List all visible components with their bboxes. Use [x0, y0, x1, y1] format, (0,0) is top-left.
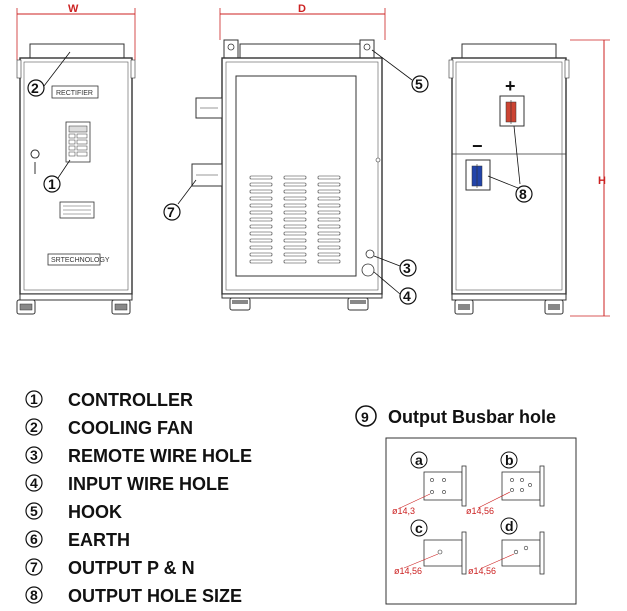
hook-right [359, 39, 375, 59]
svg-text:7: 7 [167, 204, 175, 220]
depth-dimension-label: D [298, 3, 306, 15]
busbar-hole-size: ø14,56 [466, 506, 494, 516]
legend-label: OUTPUT HOLE SIZE [68, 586, 242, 606]
legend-item: 7 OUTPUT P & N [25, 558, 195, 578]
legend-label: COOLING FAN [68, 418, 193, 438]
svg-text:2: 2 [31, 80, 39, 96]
busbar-variant-d: d ø14,56 [468, 517, 545, 576]
legend-label: CONTROLLER [68, 390, 193, 410]
svg-text:4: 4 [403, 288, 411, 304]
legend-item: 8 OUTPUT HOLE SIZE [25, 586, 242, 606]
door-handle [30, 149, 40, 174]
rectifier-plate-text: RECTIFIER [56, 90, 93, 97]
legend-item: 1 CONTROLLER [25, 390, 193, 410]
legend-number: 3 [30, 447, 38, 463]
legend-item: 4 INPUT WIRE HOLE [25, 474, 229, 494]
svg-text:1: 1 [48, 176, 56, 192]
legend-item: 5 HOOK [25, 502, 122, 522]
legend-label: REMOTE WIRE HOLE [68, 446, 252, 466]
legend-label: INPUT WIRE HOLE [68, 474, 229, 494]
legend-number: 2 [30, 419, 38, 435]
front-view: W RECTIFIER SRTECHNOLOGY [16, 3, 136, 315]
busbar-letter: a [415, 452, 423, 468]
busbar-variant-a: a ø14,3 [392, 451, 467, 516]
svg-text:3: 3 [403, 260, 411, 276]
hook-left [223, 39, 239, 59]
input-wire-hole [361, 263, 375, 277]
legend-item: 6 EARTH [25, 530, 130, 550]
legend-number: 7 [30, 559, 38, 575]
maker-plate-text: SRTECHNOLOGY [51, 257, 110, 264]
legend-label: EARTH [68, 530, 130, 550]
busbar-hole-size: ø14,56 [394, 566, 422, 576]
height-dimension-label: H [598, 175, 606, 187]
busbar-title: Output Busbar hole [388, 407, 556, 427]
cooling-fan-housing [29, 43, 125, 59]
positive-terminal-label: + [505, 76, 516, 96]
busbar-hole-size: ø14,56 [468, 566, 496, 576]
maker-plate [47, 253, 101, 266]
busbar-letter: d [505, 518, 514, 534]
negative-terminal-label: − [472, 136, 483, 156]
busbar-letter: b [505, 452, 514, 468]
busbar-variant-c: c ø14,56 [394, 519, 467, 576]
legend-item: 2 COOLING FAN [25, 418, 193, 438]
side-view: D [163, 3, 429, 311]
rectifier-plate [51, 85, 99, 99]
legend-number: 4 [30, 475, 38, 491]
rear-view: H + − 8 [448, 39, 610, 317]
legend-label: OUTPUT P & N [68, 558, 195, 578]
busbar-variant-b: b ø14,56 [466, 451, 545, 516]
busbar-hole-size: ø14,3 [392, 506, 415, 516]
busbar-detail: 9 Output Busbar hole a ø14,3 b [355, 405, 577, 605]
remote-wire-hole [365, 249, 375, 259]
busbar-letter: c [415, 520, 423, 536]
busbar-number: 9 [361, 409, 369, 425]
legend-item: 3 REMOTE WIRE HOLE [25, 446, 252, 466]
ventilation-louvres [249, 175, 341, 264]
svg-text:8: 8 [519, 186, 527, 202]
legend-number: 8 [30, 587, 38, 603]
width-dimension-label: W [68, 3, 79, 15]
legend-label: HOOK [68, 502, 122, 522]
legend-number: 6 [30, 531, 38, 547]
svg-text:5: 5 [415, 76, 423, 92]
legend-number: 5 [30, 503, 38, 519]
legend: 1 CONTROLLER 2 COOLING FAN 3 REMOTE WIRE… [25, 390, 252, 606]
legend-number: 1 [30, 391, 38, 407]
